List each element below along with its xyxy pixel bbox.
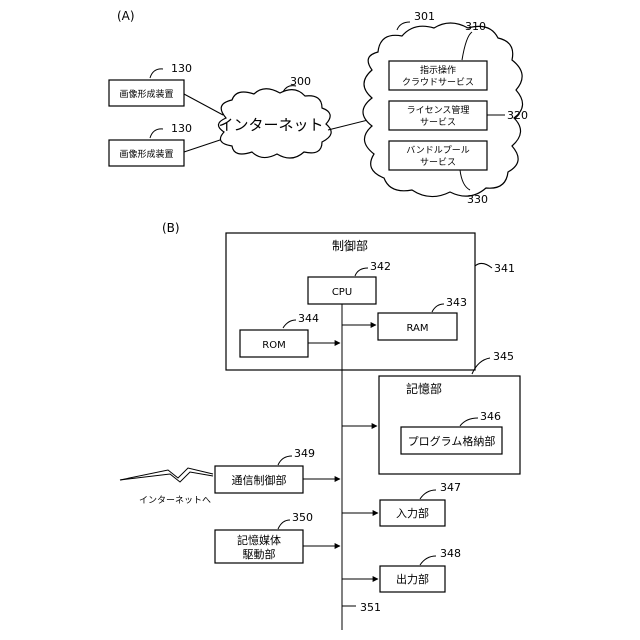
service-cloud-ref: 301: [414, 10, 435, 23]
program-storage-label: プログラム格納部: [408, 434, 496, 448]
rom-label: ROM: [262, 340, 285, 351]
input-unit-label: 入力部: [396, 506, 429, 520]
comm-control-label: 通信制御部: [232, 473, 287, 487]
cpu-label: CPU: [332, 287, 352, 298]
section-b-label: (B): [162, 221, 180, 235]
output-unit-label: 出力部: [396, 572, 429, 586]
image-forming-device-bottom-label: 画像形成装置: [119, 148, 173, 160]
comm-control-ref: 349: [294, 447, 315, 460]
media-drive-line2: 駆動部: [243, 547, 276, 561]
media-drive-ref: 350: [292, 511, 313, 524]
control-unit-ref: 341: [494, 262, 515, 275]
license-management-service-line2: サービス: [420, 117, 456, 128]
instruction-cloud-service-line1: 指示操作: [420, 64, 456, 76]
device-bottom-ref: 130: [171, 122, 192, 135]
program-storage-ref: 346: [480, 410, 501, 423]
license-management-service-line1: ライセンス管理: [407, 104, 470, 116]
ram-ref: 343: [446, 296, 467, 309]
bus-ref: 351: [360, 601, 381, 614]
cpu-ref: 342: [370, 260, 391, 273]
storage-unit-title: 記憶部: [406, 381, 442, 396]
license-management-service-ref: 320: [507, 109, 528, 122]
ram-label: RAM: [406, 323, 428, 334]
internet-label: インターネット: [218, 116, 323, 134]
input-unit-ref: 347: [440, 481, 461, 494]
bundle-pool-service-line1: バンドルプール: [406, 145, 469, 156]
instruction-cloud-service-line2: クラウドサービス: [402, 77, 474, 88]
output-unit-ref: 348: [440, 547, 461, 560]
instruction-cloud-service-ref: 310: [465, 20, 486, 33]
device-top-ref: 130: [171, 62, 192, 75]
bundle-pool-service-line2: サービス: [420, 157, 456, 168]
media-drive-line1: 記憶媒体: [237, 533, 281, 547]
section-a-label: (A): [117, 9, 135, 23]
internet-ref: 300: [290, 75, 311, 88]
bundle-pool-service-ref: 330: [467, 193, 488, 206]
to-internet-label: インターネットへ: [139, 495, 211, 506]
control-unit-title: 制御部: [332, 238, 368, 253]
storage-unit-box: [379, 376, 520, 474]
image-forming-device-top-label: 画像形成装置: [119, 88, 173, 100]
storage-unit-ref: 345: [493, 350, 514, 363]
rom-ref: 344: [298, 312, 319, 325]
